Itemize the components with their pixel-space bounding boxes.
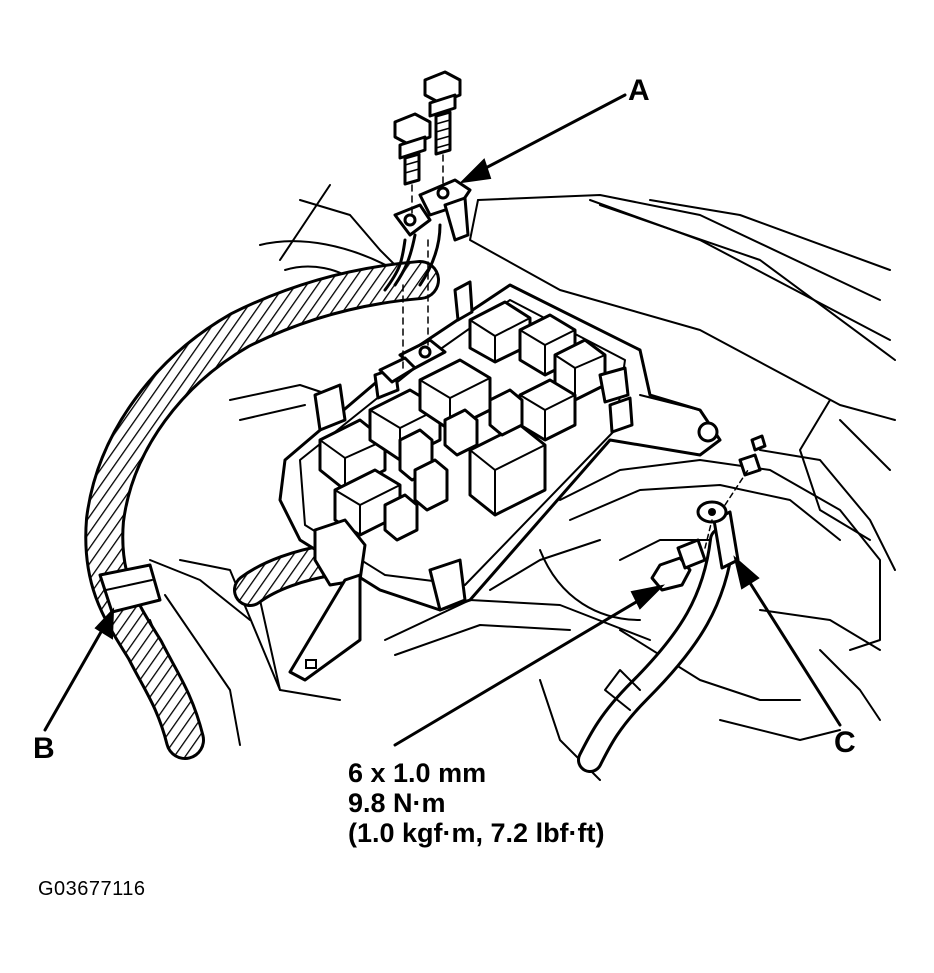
- terminal-bracket: [383, 178, 472, 292]
- arrowhead-c: [733, 555, 760, 590]
- torque-nm: 9.8 N·m: [348, 788, 446, 818]
- arrowhead-a: [459, 158, 492, 184]
- arrowhead-bolt: [630, 584, 666, 610]
- relay-box: [278, 280, 722, 682]
- torque-alt: (1.0 kgf·m, 7.2 lbf·ft): [348, 818, 605, 848]
- torque-spec: 6 x 1.0 mm 9.8 N·m (1.0 kgf·m, 7.2 lbf·f…: [348, 758, 605, 848]
- figure-id: G03677116: [38, 878, 146, 900]
- bolts: [393, 70, 462, 371]
- bolt-size: 6 x 1.0 mm: [348, 758, 487, 788]
- callout-a: A: [628, 74, 650, 107]
- arrowhead-b: [94, 607, 115, 640]
- ground-cable: [577, 434, 767, 773]
- engine-bay-outline: [149, 184, 896, 781]
- callout-c: C: [834, 726, 856, 759]
- leader-lines: [43, 93, 842, 747]
- callout-b: B: [33, 732, 55, 765]
